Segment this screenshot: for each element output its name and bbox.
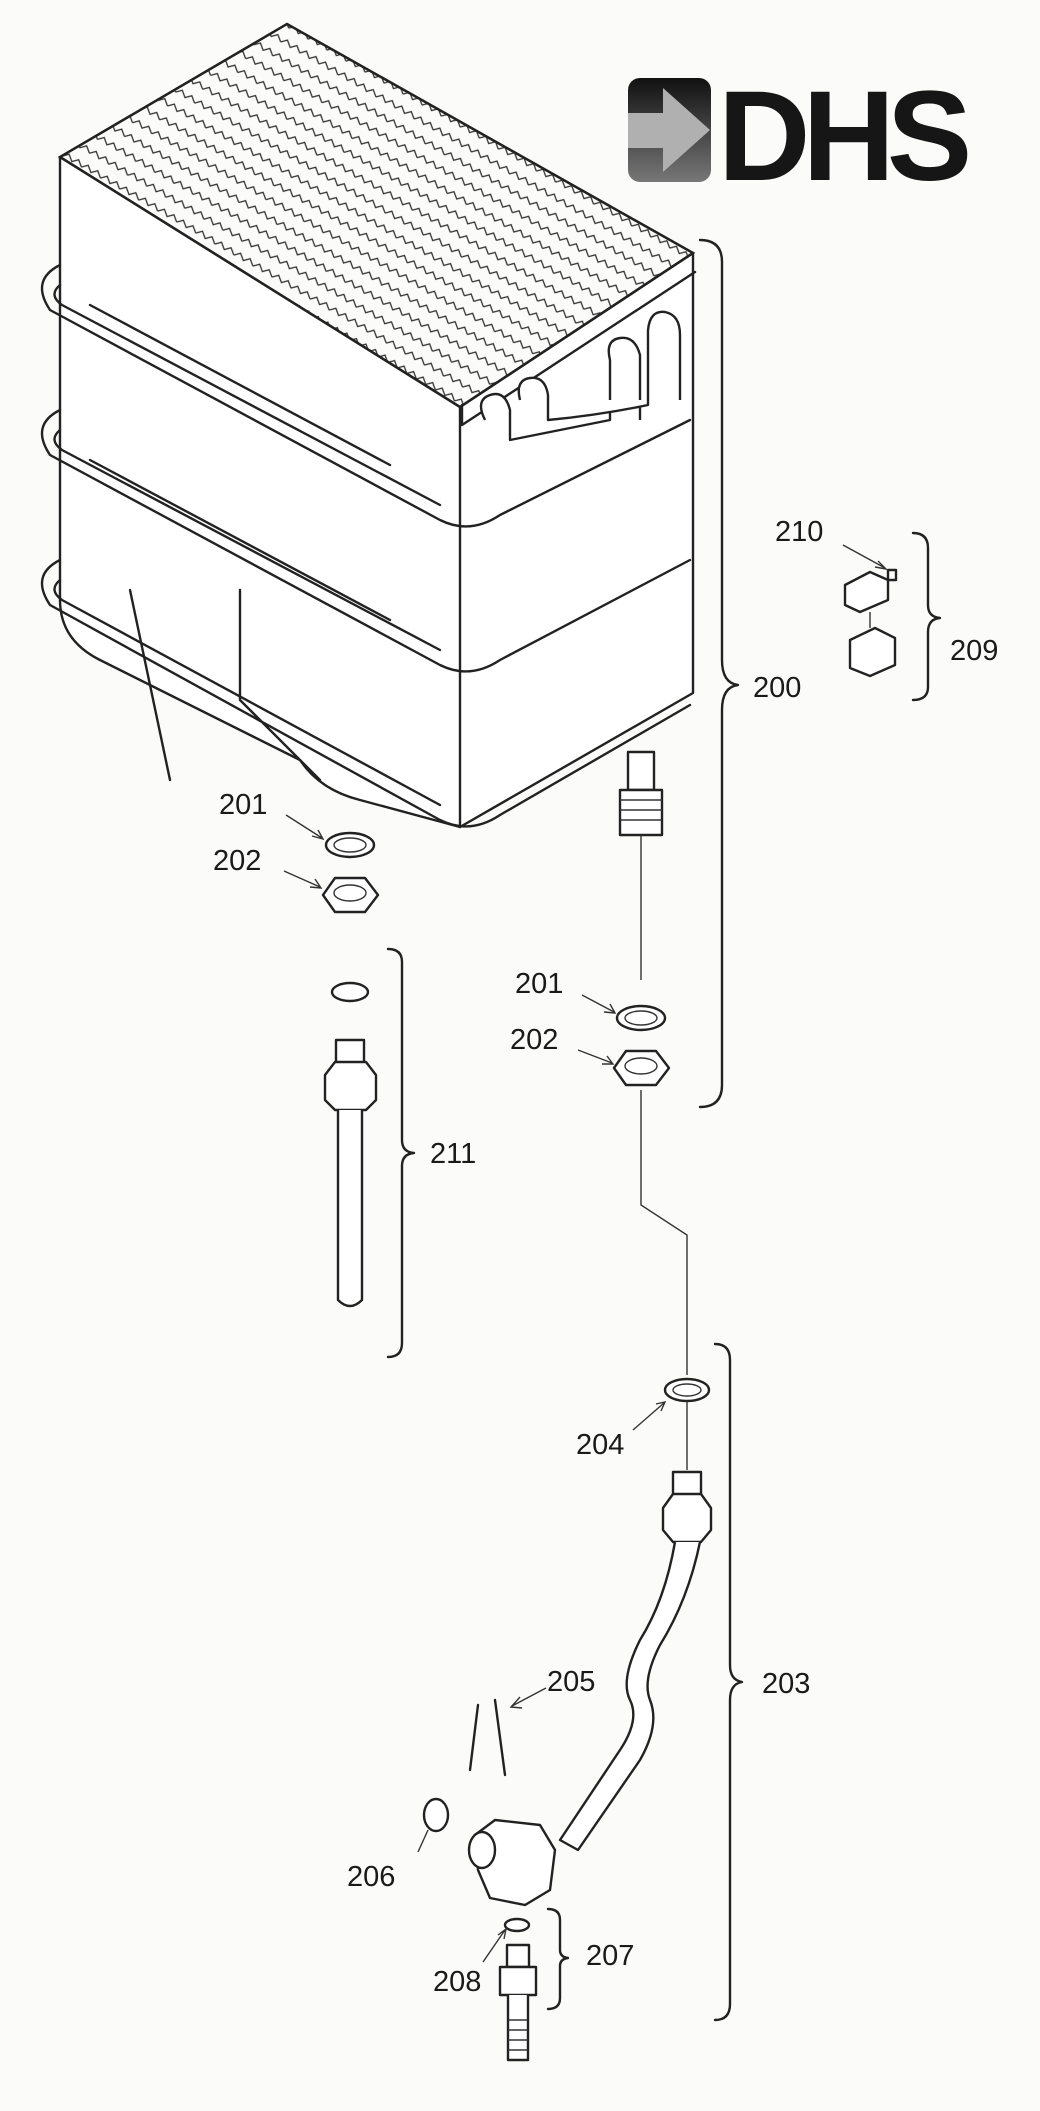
brace-207 xyxy=(546,1907,570,2011)
brace-200 xyxy=(698,238,740,1109)
connection-tube-211 xyxy=(323,981,378,1308)
dhs-logo: DHS xyxy=(628,65,976,208)
heat-exchanger xyxy=(40,22,697,980)
callout-204: 204 xyxy=(576,1429,624,1461)
callout-205: 205 xyxy=(547,1666,595,1698)
washer-nut-left xyxy=(321,831,380,914)
callout-210: 210 xyxy=(775,516,823,548)
brace-209 xyxy=(911,531,942,702)
washer-nut-right xyxy=(612,1004,688,1375)
callout-200: 200 xyxy=(753,672,801,704)
callout-labels: 210 209 200 201 202 201 202 211 204 205 … xyxy=(213,516,998,1998)
callout-207: 207 xyxy=(586,1940,634,1972)
brace-211 xyxy=(386,947,416,1359)
callout-206: 206 xyxy=(347,1861,395,1893)
logo-text: DHS xyxy=(718,65,968,208)
callout-211: 211 xyxy=(430,1138,476,1170)
sensor-clip-assembly xyxy=(843,568,898,678)
callout-208: 208 xyxy=(433,1966,481,1998)
pipe-assembly-203 xyxy=(422,1377,713,2062)
arrow-right-icon xyxy=(628,88,710,172)
brace-203 xyxy=(713,1342,744,2022)
callout-202-left: 202 xyxy=(213,845,261,877)
callout-201-right: 201 xyxy=(515,968,563,1000)
callout-201-left: 201 xyxy=(219,789,267,821)
callout-202-right: 202 xyxy=(510,1024,558,1056)
callout-209: 209 xyxy=(950,635,998,667)
grouping-braces xyxy=(386,238,942,2022)
leader-lines xyxy=(283,544,889,1963)
callout-203: 203 xyxy=(762,1668,810,1700)
